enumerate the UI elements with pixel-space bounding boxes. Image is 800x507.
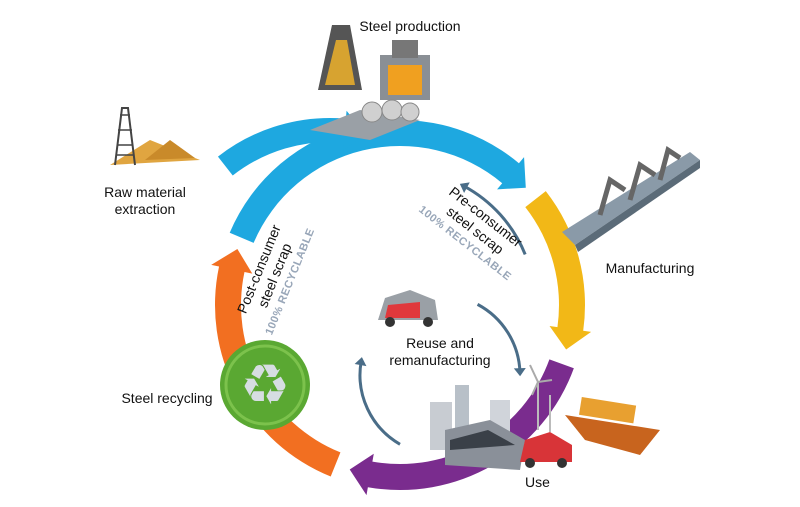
reuse-arrow-up-head: [354, 357, 367, 367]
car-icon: [520, 432, 572, 468]
train-icon: [445, 420, 525, 470]
oil-rig-icon: [110, 107, 200, 166]
wind-turbine-icon: [529, 364, 553, 432]
reuse-arrow-down: [476, 303, 522, 373]
label-reuse-remanufacturing: Reuse and remanufacturing: [389, 335, 491, 368]
ring-segment-purple-arrow: [349, 359, 574, 496]
robot-assembly-line-icon: [562, 145, 700, 252]
pre-consumer-arrow: [462, 184, 527, 255]
recycle-icon: ♻: [220, 340, 310, 430]
label-use: Use: [525, 474, 550, 490]
reuse-arrow-down-head: [513, 368, 526, 377]
label-steel-recycling: Steel recycling: [121, 390, 213, 406]
label-manufacturing: Manufacturing: [605, 260, 695, 276]
ring-segment-yellow-arrow: [525, 191, 592, 350]
pre-consumer-arrow-head: [459, 182, 470, 193]
ring-segment-blue-arrow: [229, 120, 526, 243]
car-icon: [378, 290, 438, 327]
steel-furnace-icon: [310, 25, 430, 140]
label-raw-material-extraction: Raw material extraction: [104, 184, 186, 217]
cargo-ship-icon: [565, 396, 660, 455]
svg-text:♻: ♻: [240, 353, 290, 418]
reuse-arrow-up: [358, 360, 401, 446]
label-steel-production: Steel production: [359, 18, 461, 34]
